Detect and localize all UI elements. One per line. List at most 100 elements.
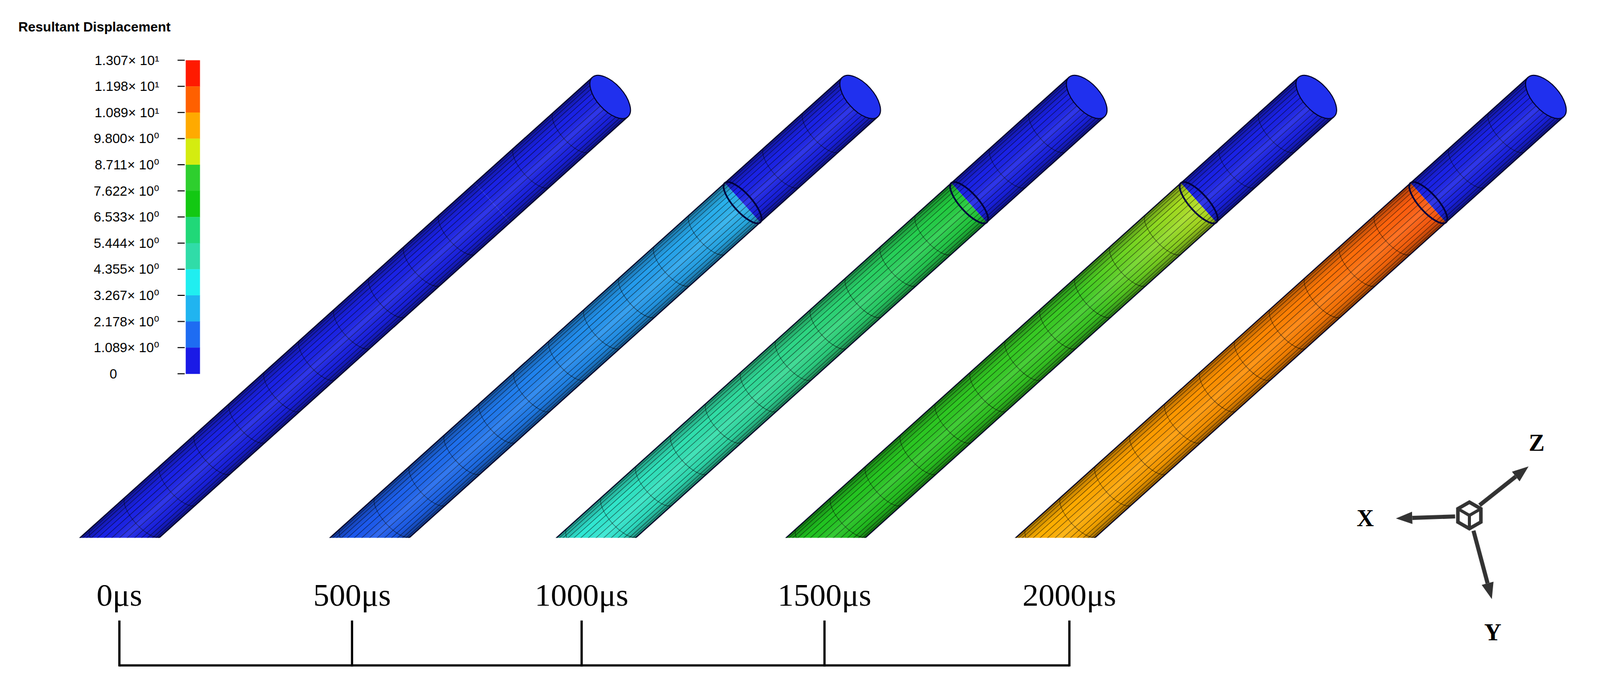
legend-value: 1.307× 10¹ [94,52,160,68]
outline [1005,77,1528,538]
outline [546,77,1069,538]
time-label: 0μs [96,577,142,613]
legend-value: 5.444× 10⁰ [93,235,160,251]
axis-label: X [1356,505,1374,532]
legend-swatch [185,86,201,113]
legend-value: 1.089× 10⁰ [93,340,160,356]
end-cap [832,68,889,126]
axis-label: Z [1528,429,1545,456]
segment-boundary [1403,176,1453,229]
legend-swatch [185,216,201,244]
end-cap [1058,68,1115,126]
mesh-lines [1005,77,1564,538]
shading [1005,77,1564,538]
legend-value: 4.355× 10⁰ [93,261,160,277]
timeline-axis [119,663,1070,667]
timeline-tick [351,620,354,667]
time-label: 1500μs [777,577,871,613]
legend-swatch [185,268,201,296]
legend-swatch [185,191,201,218]
displacement-cylinder [546,68,1115,538]
mesh-line [320,77,843,538]
timeline-tick [580,620,583,667]
displacement-cylinder [320,68,888,538]
triad-arrow-shaft [1412,516,1455,518]
mesh-line [547,77,1070,538]
legend-tick [177,59,185,61]
mesh-lines [70,77,628,538]
axis-label: Y [1484,619,1502,646]
timeline-tick [118,620,121,667]
outline [105,116,628,538]
color-bar [177,60,200,375]
legend-value: 6.533× 10⁰ [93,209,160,225]
triad-cube-edge [1458,508,1470,516]
triad-cube [1458,501,1482,529]
displacement-cylinder [70,68,638,538]
mesh-line [70,77,593,538]
mesh-lines [546,77,1105,538]
legend-tick [177,294,185,296]
mesh-line [776,77,1299,538]
triad-arrow-shaft [1473,530,1488,584]
legend-swatch [185,112,201,139]
triad-cube-edge [1467,515,1471,529]
displacement-cylinder [1005,68,1574,538]
end-cap [1518,68,1574,126]
triad-arrow-shaft [1479,476,1516,505]
legend-swatch [185,347,201,374]
legend-swatch [185,295,201,322]
timeline-tick [823,620,826,667]
legend-tick [177,164,185,166]
triad-arrow-head [1481,581,1494,600]
legend-value: 9.800× 10⁰ [93,131,160,147]
legend-value: 7.622× 10⁰ [93,183,160,199]
legend-value: 1.198× 10¹ [94,78,160,94]
legend-title: Resultant Displacement [18,19,171,35]
triad-arrow-head [1511,466,1529,482]
end-cap [1288,68,1344,126]
legend-tick [177,190,185,192]
legend-tick [177,268,185,270]
legend-tick [177,242,185,244]
legend-tick [177,112,185,114]
legend-swatch [185,164,201,192]
legend-tick [177,137,185,139]
legend-tick [177,321,185,323]
legend-tick [177,216,185,218]
triad-arrow-head [1396,511,1413,525]
mesh-lines [320,77,878,538]
legend-value: 8.711× 10⁰ [94,157,160,173]
legend-tick [177,85,185,87]
shading [320,77,878,538]
triad-cube-edge [1469,508,1481,516]
mesh-lines [776,77,1335,538]
end-cap [582,68,638,126]
timeline [119,620,1070,667]
outline [70,77,593,538]
outline [776,77,1299,538]
timeline-tick [1068,620,1071,667]
outline [1041,116,1564,538]
shading [546,77,1105,538]
shading [70,77,628,538]
cylinders [70,68,1574,538]
mesh-line [1006,77,1529,538]
legend-tick [177,346,185,348]
outline [320,77,843,538]
legend-swatch [185,321,201,348]
segment-boundary [944,176,994,229]
time-label: 1000μs [534,577,629,613]
segment-boundary [718,176,768,229]
legend-value: 1.089× 10¹ [94,105,160,121]
time-label: 500μs [313,577,391,613]
displacement-cylinder [776,68,1344,538]
legend-swatch [185,138,201,165]
legend-swatch [185,60,201,87]
time-label: 2000μs [1022,577,1117,613]
legend-tick [177,373,185,375]
legend-swatch [185,243,201,270]
segment-boundary [1174,176,1224,229]
legend-value: 0 [109,366,117,382]
legend-value: 2.178× 10⁰ [93,313,160,329]
